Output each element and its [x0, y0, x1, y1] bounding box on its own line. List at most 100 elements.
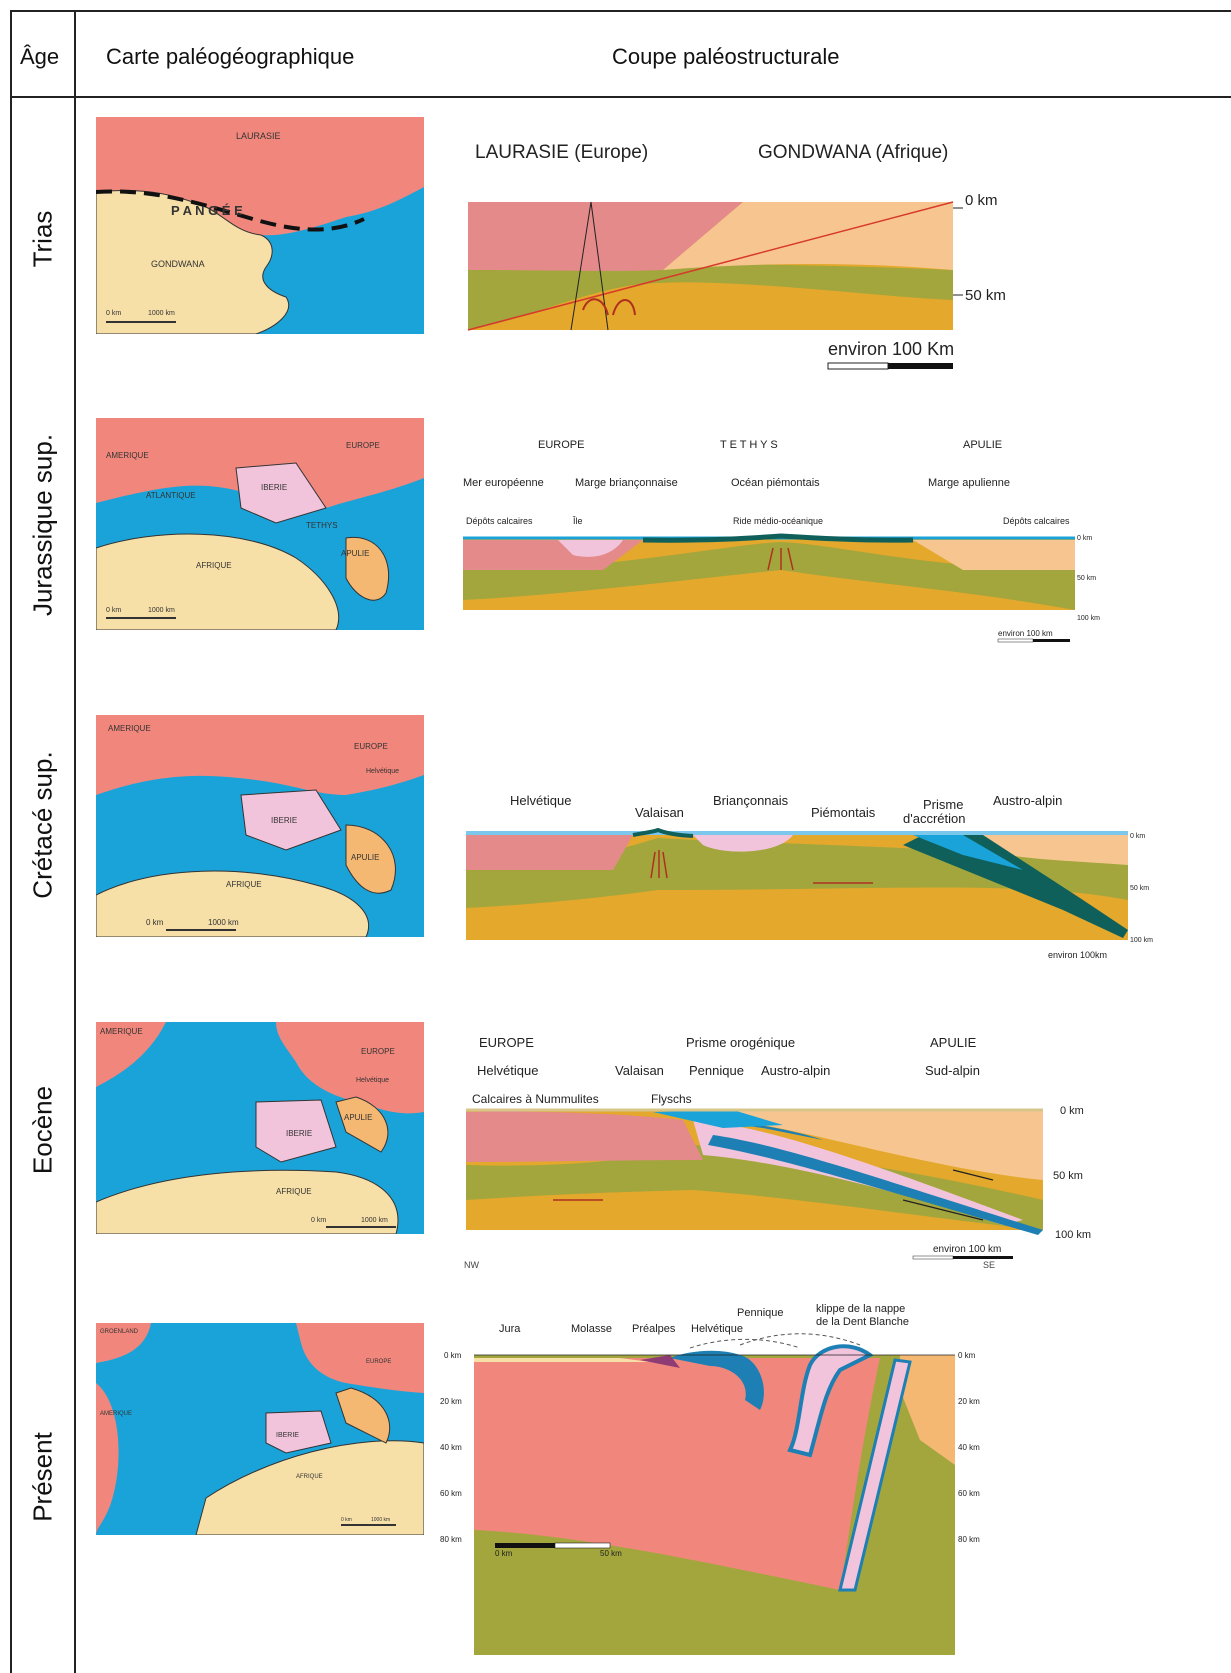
depth-label: 100 km	[1130, 937, 1153, 944]
depth-label: 50 km	[1077, 575, 1096, 582]
depth-label: 50 km	[1053, 1170, 1083, 1182]
section-label-gondwana: GONDWANA (Afrique)	[758, 142, 948, 163]
scale-label: 0 km	[495, 1549, 513, 1558]
map-label: EUROPE	[361, 1047, 395, 1056]
section-label: d'accrétion	[903, 811, 965, 826]
map-trias: LAURASIE P A N G É E GONDWANA 0 km 1000 …	[96, 117, 424, 334]
section-label: Dépôts calcaires	[466, 516, 533, 526]
map-label: EUROPE	[346, 441, 380, 450]
section-label: APULIE	[963, 439, 1002, 451]
orientation-label: NW	[464, 1260, 479, 1270]
depth-label: 0 km	[965, 192, 998, 209]
age-cell-cretace: Crétacé sup.	[27, 751, 58, 899]
section-cretace: Helvétique Valaisan Briançonnais Piémont…	[466, 793, 1153, 960]
section-label: Valaisan	[615, 1063, 664, 1078]
section-label: Mer européenne	[463, 477, 544, 489]
depth-label: 0 km	[1130, 833, 1145, 840]
section-present: Jura Molasse Préalpes Helvétique Penniqu…	[440, 1303, 980, 1655]
depth-label: 0 km	[958, 1351, 976, 1360]
map-label: AFRIQUE	[296, 1474, 323, 1480]
map-label: Helvétique	[356, 1077, 389, 1084]
section-label: Océan piémontais	[731, 477, 820, 489]
depth-label: 20 km	[958, 1397, 980, 1406]
depth-label: 50 km	[1130, 885, 1149, 892]
depth-label: 100 km	[1055, 1229, 1091, 1241]
section-label: Piémontais	[811, 805, 876, 820]
section-label: Austro-alpin	[761, 1063, 830, 1078]
map-label: Helvétique	[366, 768, 399, 775]
section-label: Valaisan	[635, 805, 684, 820]
map-scale-label: 1000 km	[208, 918, 239, 927]
depth-label: 0 km	[1077, 535, 1092, 542]
section-label: Pennique	[689, 1063, 744, 1078]
map-label: EUROPE	[366, 1359, 391, 1365]
section-jurassique: EUROPE T E T H Y S APULIE Mer européenne…	[463, 439, 1100, 643]
map-label: AFRIQUE	[226, 880, 262, 889]
map-label: APULIE	[341, 549, 369, 558]
section-label: Calcaires à Nummulites	[472, 1092, 599, 1106]
map-label: AMERIQUE	[108, 724, 151, 733]
header-divider	[10, 96, 1231, 98]
section-label: Pennique	[737, 1307, 784, 1319]
map-label: AMERIQUE	[100, 1027, 143, 1036]
section-label: Briançonnais	[713, 793, 789, 808]
section-label: Préalpes	[632, 1323, 676, 1335]
scale-label: environ 100 km	[933, 1244, 1001, 1255]
section-label: Helvétique	[510, 793, 571, 808]
section-label: Marge briançonnaise	[575, 477, 678, 489]
header-section: Coupe paléostructurale	[612, 44, 840, 69]
depth-label: 40 km	[440, 1443, 462, 1452]
map-label: GONDWANA	[151, 259, 205, 269]
depth-label: 0 km	[444, 1351, 462, 1360]
map-cretace: AMERIQUE EUROPE Helvétique IBERIE APULIE…	[96, 715, 424, 937]
age-cell-trias: Trias	[27, 210, 58, 268]
depth-label: 60 km	[440, 1489, 462, 1498]
section-label: EUROPE	[538, 439, 584, 451]
map-scale-label: 0 km	[311, 1217, 326, 1224]
section-label: Ride médio-océanique	[733, 516, 823, 526]
header-age: Âge	[20, 44, 60, 69]
section-trias: LAURASIE (Europe) GONDWANA (Afrique) 0 k…	[467, 142, 1006, 370]
scale-label: 50 km	[600, 1549, 622, 1558]
section-label: Prisme	[923, 797, 963, 812]
section-label: APULIE	[930, 1035, 977, 1050]
depth-label: 50 km	[965, 287, 1006, 304]
section-label: Prisme orogénique	[686, 1035, 795, 1050]
depth-label: 40 km	[958, 1443, 980, 1452]
depth-label: 80 km	[958, 1535, 980, 1544]
depth-label: 60 km	[958, 1489, 980, 1498]
table-frame	[10, 10, 1231, 1673]
section-label: Flyschs	[651, 1092, 692, 1106]
orientation-label: SE	[983, 1260, 995, 1270]
map-label: LAURASIE	[236, 131, 281, 141]
map-scale-label: 0 km	[341, 1517, 352, 1523]
map-jurassique: AMERIQUE EUROPE ATLANTIQUE IBERIE TETHYS…	[96, 418, 424, 630]
section-label: Helvétique	[477, 1063, 538, 1078]
map-label: IBERIE	[271, 816, 297, 825]
scale-label: environ 100 Km	[828, 339, 954, 359]
depth-label: 20 km	[440, 1397, 462, 1406]
map-label: ATLANTIQUE	[146, 491, 196, 500]
section-label: Molasse	[571, 1323, 612, 1335]
section-label: EUROPE	[479, 1035, 534, 1050]
section-label: Austro-alpin	[993, 793, 1062, 808]
column-divider	[74, 10, 76, 1673]
map-label: AFRIQUE	[196, 561, 232, 570]
section-label: T E T H Y S	[720, 439, 778, 451]
map-label: EUROPE	[354, 742, 388, 751]
map-label: GROENLAND	[100, 1329, 139, 1335]
map-scale-label: 1000 km	[148, 607, 175, 614]
map-scale-label: 1000 km	[148, 310, 175, 317]
scale-label: environ 100km	[1048, 950, 1107, 960]
map-label: APULIE	[344, 1113, 372, 1122]
map-label: IBERIE	[261, 483, 287, 492]
map-scale-label: 0 km	[146, 918, 164, 927]
section-label: Sud-alpin	[925, 1063, 980, 1078]
depth-label: 80 km	[440, 1535, 462, 1544]
age-cell-eocene: Eocène	[27, 1085, 58, 1175]
section-label: klippe de la nappe	[816, 1303, 905, 1315]
map-scale-label: 1000 km	[361, 1217, 388, 1224]
map-present: GROENLAND AMERIQUE EUROPE IBERIE AFRIQUE…	[96, 1323, 424, 1535]
section-label: Helvétique	[691, 1323, 743, 1335]
map-scale-label: 0 km	[106, 310, 121, 317]
